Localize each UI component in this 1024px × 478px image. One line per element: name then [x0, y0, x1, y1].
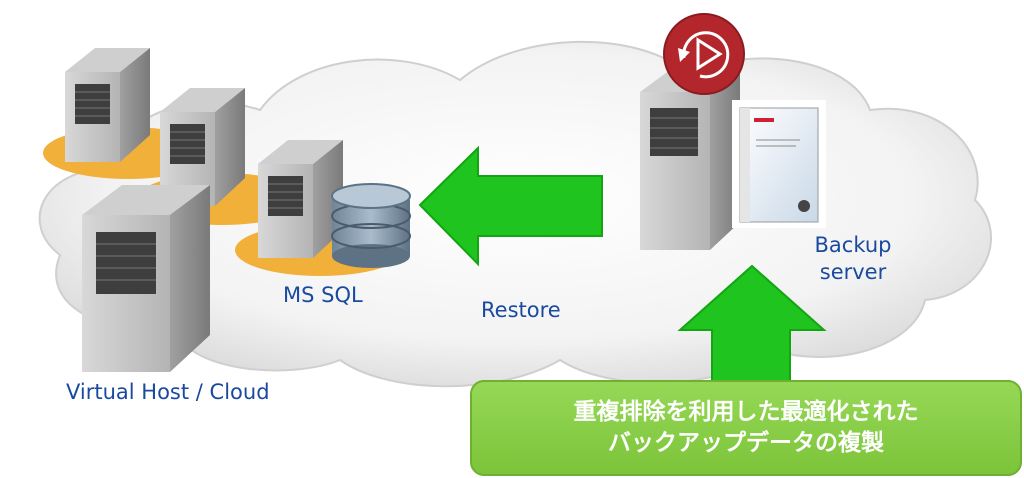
restore-arrow: [418, 145, 603, 267]
software-box-icon: [732, 100, 826, 228]
server-icon: [65, 48, 150, 162]
backup-label-line2: server: [819, 260, 887, 285]
callout-line1: 重複排除を利用した最適化された: [573, 398, 919, 425]
backup-label-line1: Backup: [814, 233, 892, 257]
restore-label: Restore: [481, 298, 561, 322]
database-icon: [331, 183, 411, 268]
server-icon: [82, 185, 210, 372]
backup-server-icon: [640, 70, 740, 250]
callout-box: 重複排除を利用した最適化された バックアップデータの複製: [470, 380, 1022, 476]
backup-server-label: Backup server: [803, 232, 903, 287]
ms-sql-label: MS SQL: [283, 283, 363, 307]
veritas-logo-icon: [663, 13, 745, 95]
callout-line2: バックアップデータの複製: [608, 430, 884, 456]
server-icon: [258, 140, 343, 258]
virtual-host-label: Virtual Host / Cloud: [66, 380, 270, 404]
